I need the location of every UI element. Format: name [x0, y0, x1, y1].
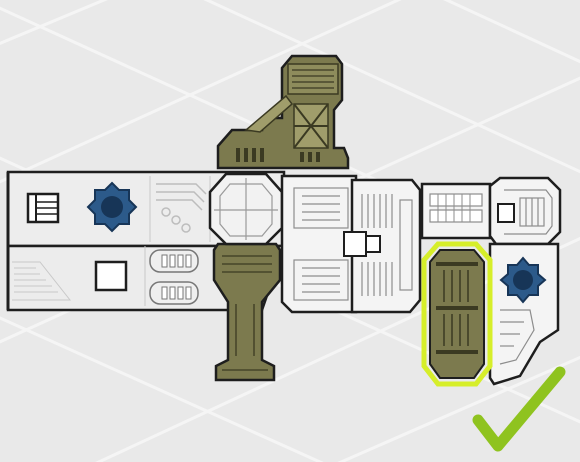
crew-station-icon[interactable]: [96, 262, 126, 290]
upper-cargo-module[interactable]: [422, 184, 490, 238]
hull-joint-module[interactable]: [210, 174, 282, 244]
turret-icon-starboard[interactable]: [501, 258, 545, 302]
side-pod-lower[interactable]: [150, 282, 198, 304]
core-reactor-module[interactable]: [282, 176, 420, 312]
turret-icon[interactable]: [88, 183, 136, 231]
side-pod-upper[interactable]: [150, 250, 198, 272]
hatch-icon: [28, 194, 58, 222]
nose-sensor-module[interactable]: [490, 178, 560, 244]
olive-cargo-pod[interactable]: [424, 244, 490, 384]
